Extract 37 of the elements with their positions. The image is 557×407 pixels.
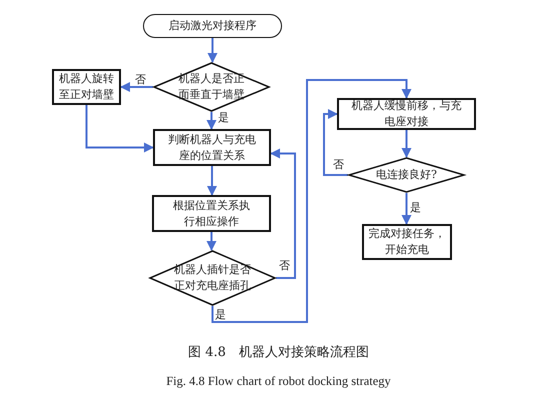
decision-diamond [348, 157, 465, 193]
edge-label: 是 [217, 112, 230, 124]
process-box [337, 98, 476, 130]
arrow [86, 105, 154, 152]
figure-caption: Fig. 4.8 Flow chart of robot docking strategy [166, 374, 391, 388]
node-text: 启动激光对接程序 [168, 18, 258, 34]
arrow [207, 166, 217, 196]
edge-label: 否 [332, 159, 345, 171]
node-text: 电连接良好? [375, 167, 438, 183]
figure-caption: 图 4.8 机器人对接策略流程图 [188, 345, 369, 360]
arrow [206, 112, 216, 130]
arrow [402, 130, 412, 158]
node-text: 判断机器人与充电座的位置关系 [167, 132, 257, 164]
node-text: 机器人缓慢前移，与充电座对接 [352, 98, 462, 130]
arrow [212, 79, 412, 323]
decision-diamond [153, 62, 270, 112]
arrow [120, 82, 153, 92]
start-terminal [143, 14, 282, 38]
process-box [362, 224, 452, 260]
arrow [270, 148, 296, 279]
node-text: 机器人是否正面垂直于墙壁 [178, 71, 246, 103]
process-box [52, 69, 121, 105]
arrow [208, 38, 218, 63]
arrow [323, 109, 348, 176]
edge-label: 否 [134, 74, 147, 86]
decision-diamond [149, 250, 276, 306]
node-text: 机器人插针是否正对充电座插孔 [173, 262, 252, 294]
process-box [153, 129, 271, 166]
edge-label: 否 [278, 260, 291, 272]
arrow [206, 232, 216, 251]
node-text: 完成对接任务，开始充电 [368, 226, 446, 258]
node-text: 机器人旋转至正对墙壁 [58, 71, 115, 103]
edge-label: 是 [409, 202, 422, 214]
arrow [402, 193, 412, 225]
node-text: 根据位置关系执行相应操作 [172, 198, 251, 230]
process-box [152, 195, 271, 232]
edge-label: 是 [214, 309, 227, 321]
